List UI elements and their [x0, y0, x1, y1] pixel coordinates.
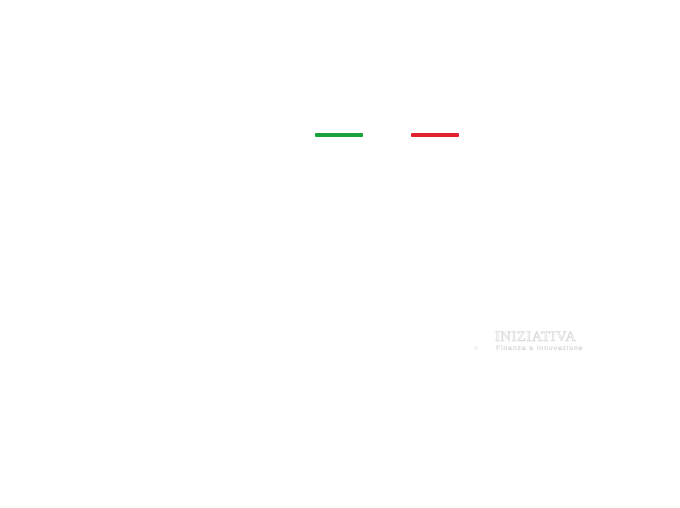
- flag-bar-red: [411, 133, 459, 137]
- logo-subtitle: Finanza e Innovazione: [496, 345, 584, 352]
- flag-bar-green: [315, 133, 363, 137]
- logo-title: INIZIATIVA: [495, 329, 577, 345]
- brand-logo: INIZIATIVA Finanza e Innovazione: [474, 329, 604, 356]
- logo-mark-icon: [474, 346, 478, 350]
